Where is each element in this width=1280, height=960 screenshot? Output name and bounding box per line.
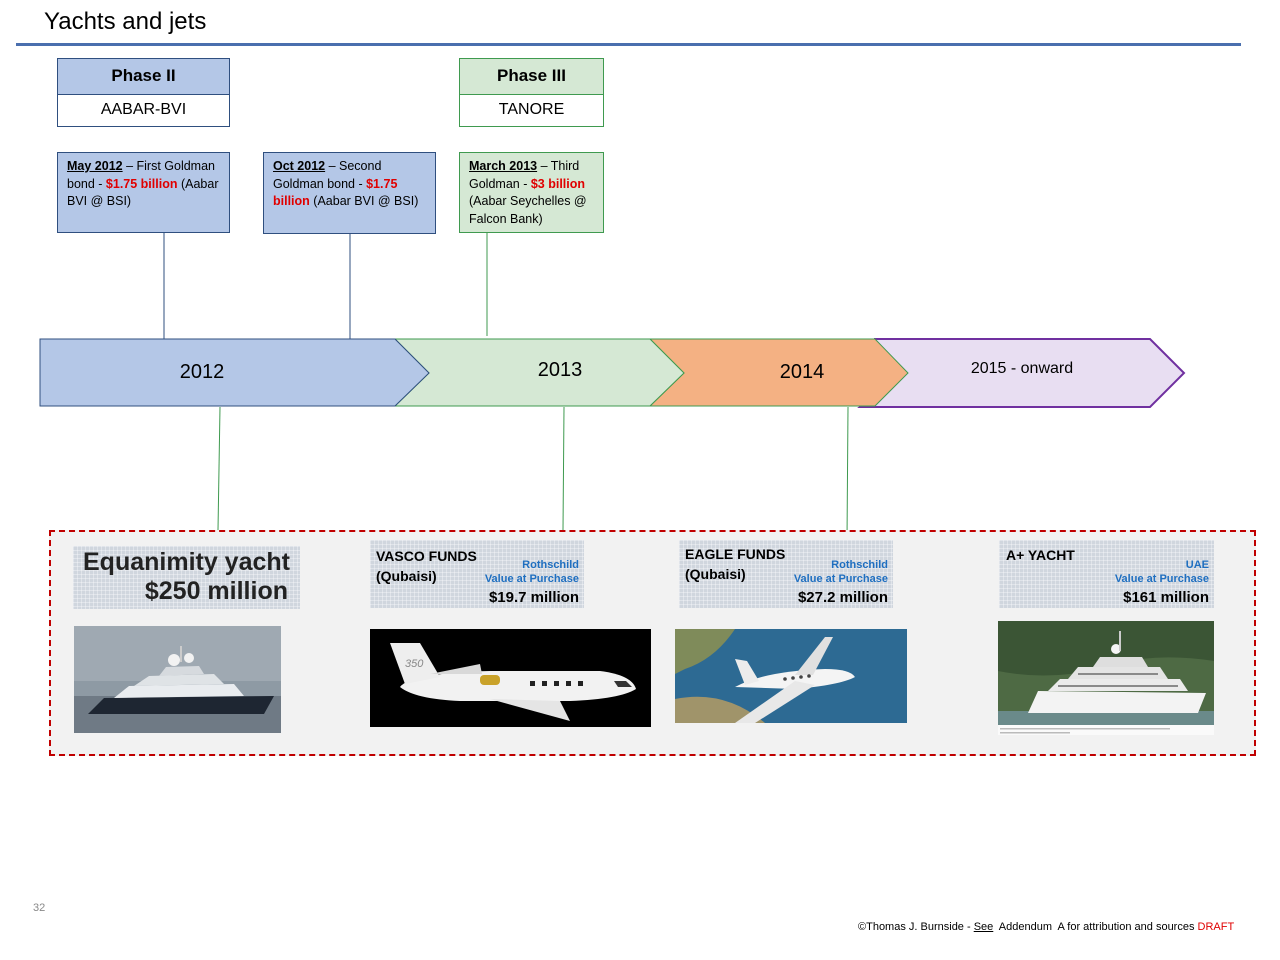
eagle-value-label: Value at Purchase — [793, 573, 888, 585]
event-date: Oct 2012 — [273, 159, 326, 173]
timeline-segment-2012 — [39, 338, 430, 407]
event-bank: (Aabar BVI @ BSI) — [67, 176, 219, 209]
event-box-may-2012: May 2012 – First Goldman bond - $1.75 bi… — [57, 152, 230, 233]
event-box-march-2013: March 2013 – Third Goldman - $3 billion … — [459, 152, 604, 233]
event-text: – Second Goldman bond - — [273, 159, 382, 191]
superyacht-photo — [998, 621, 1214, 735]
aplus-yacht-caption: A+ YACHT UAE Value at Purchase $161 milli… — [999, 540, 1214, 608]
svg-text:350: 350 — [405, 658, 424, 670]
eagle-name-line1: EAGLE FUNDS — [685, 546, 786, 562]
footer-draft: DRAFT — [1197, 921, 1235, 933]
footer-prefix: ©Thomas J. Burnside - — [858, 921, 974, 933]
event-text: – Third Goldman - — [469, 159, 580, 191]
connector-eagle — [846, 406, 849, 541]
eagle-name-line2: (Qubaisi) — [685, 566, 746, 582]
event-amount: $1.75 billion — [273, 176, 398, 209]
vasco-name-line1: VASCO FUNDS — [376, 548, 477, 564]
vasco-value: $19.7 million — [488, 589, 579, 606]
phase-3-name: TANORE — [459, 95, 604, 127]
page-number: 32 — [33, 902, 46, 914]
yacht-photo — [74, 626, 281, 733]
timeline-label-2013: 2013 — [537, 359, 583, 381]
equanimity-value: $250 million — [144, 577, 288, 605]
timeline-label-2015-onward: 2015 - onward — [970, 360, 1074, 377]
event-box-oct-2012: Oct 2012 – Second Goldman bond - $1.75 b… — [263, 152, 436, 234]
timeline-label-2014: 2014 — [779, 361, 825, 383]
phase-2-heading: Phase II — [57, 58, 230, 95]
phase-3-heading: Phase III — [459, 58, 604, 95]
business-jet-photo: 350 — [370, 629, 651, 727]
footer-see-link[interactable]: See — [973, 921, 994, 933]
vasco-name: VASCO FUNDS (Qubaisi) — [376, 546, 477, 586]
equanimity-title: Equanimity yacht — [83, 548, 290, 576]
phase-2-name: AABAR-BVI — [57, 95, 230, 127]
event-amount: $1.75 billion — [105, 176, 178, 191]
aplus-yacht-source: UAE Value at Purchase — [1115, 558, 1209, 586]
footer-middle: Addendum A for attribution and sources — [993, 921, 1198, 933]
title-divider — [16, 43, 1241, 46]
vasco-name-line2: (Qubaisi) — [376, 568, 437, 584]
slide-title: Yachts and jets — [44, 8, 207, 35]
eagle-name: EAGLE FUNDS (Qubaisi) — [685, 544, 785, 584]
aplus-yacht-value: $161 million — [1123, 589, 1209, 606]
aplus-yacht-name: A+ YACHT — [1006, 547, 1075, 563]
vasco-source-name: Rothschild — [522, 559, 579, 571]
aplus-yacht-value-label: Value at Purchase — [1114, 573, 1209, 585]
connector-vasco — [562, 406, 565, 531]
event-text: – First Goldman bond - — [67, 159, 215, 191]
equanimity-caption: Equanimity yacht $250 million — [73, 546, 300, 609]
event-date: May 2012 — [67, 159, 123, 173]
eagle-value: $27.2 million — [797, 589, 888, 606]
event-bank: (Aabar BVI @ BSI) — [309, 194, 419, 208]
event-bank: (Aabar Seychelles @ Falcon Bank) — [469, 194, 587, 226]
event-amount: $3 billion — [530, 176, 586, 191]
vasco-value-label: Value at Purchase — [484, 573, 579, 585]
gulfstream-jet-photo — [675, 629, 907, 723]
eagle-source-name: Rothschild — [831, 559, 888, 571]
event-date: March 2013 — [469, 159, 538, 173]
timeline-label-2012: 2012 — [179, 361, 225, 383]
aplus-yacht-source-name: UAE — [1185, 559, 1209, 571]
footer-credit: ©Thomas J. Burnside - See Addendum A for… — [858, 921, 1234, 933]
connector-equanimity — [217, 406, 221, 531]
